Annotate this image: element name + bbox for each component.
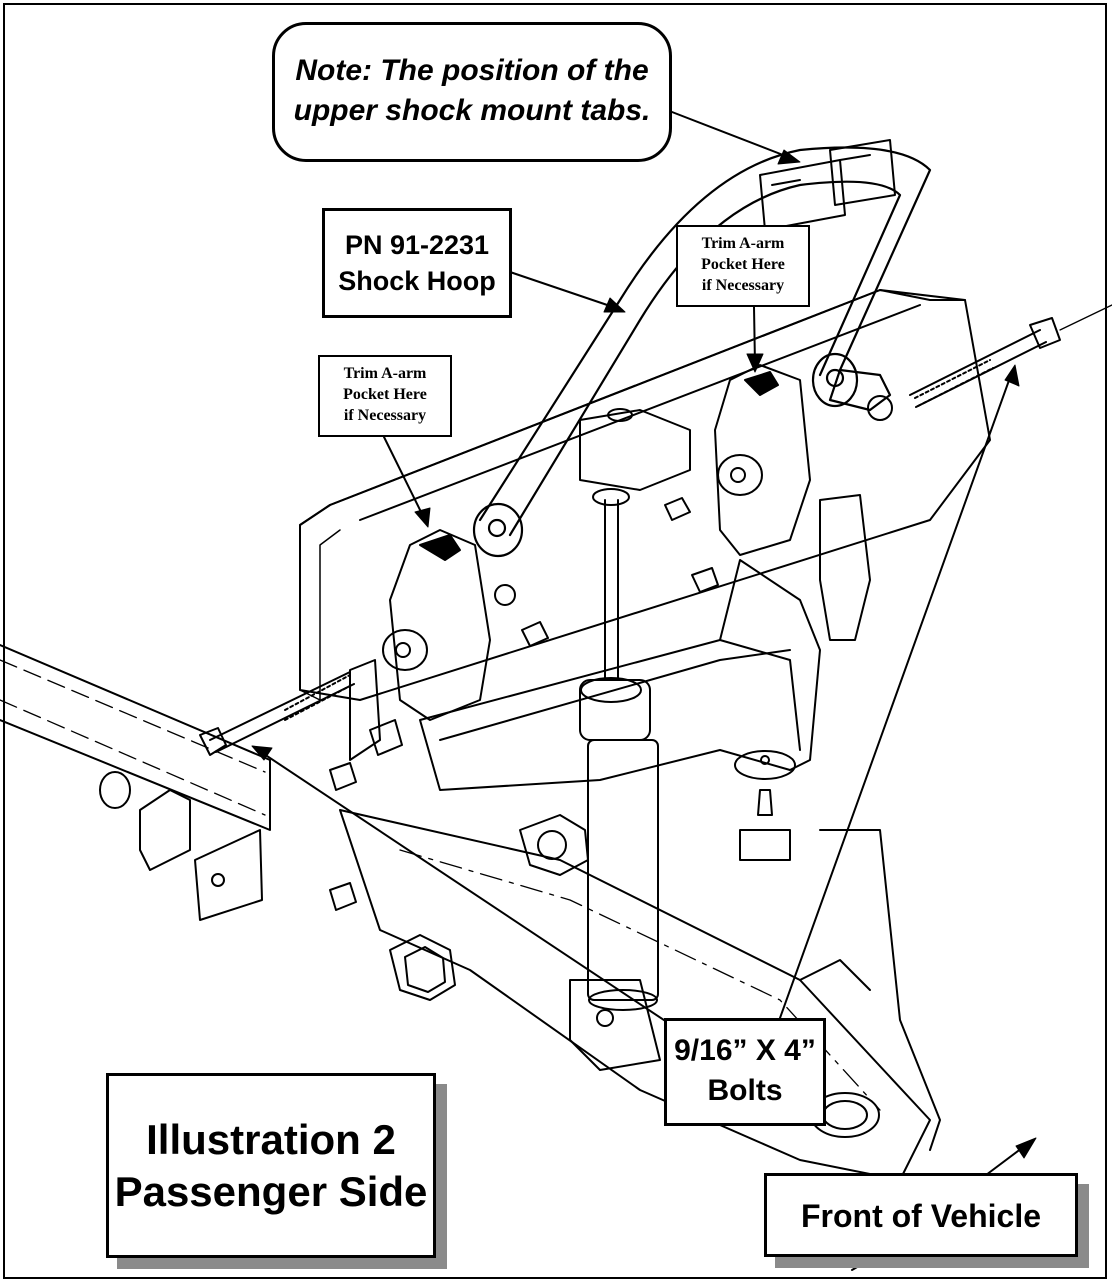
upper-shock-mount-tabs — [759, 139, 896, 231]
front-of-vehicle-box: Front of Vehicle — [764, 1173, 1078, 1257]
trim-pocket-left-callout: Trim A-arm Pocket Here if Necessary — [318, 355, 452, 437]
bolts-callout: 9/16” X 4” Bolts — [664, 1018, 826, 1126]
note-callout: Note: The position of the upper shock mo… — [272, 22, 672, 162]
front-of-vehicle-label: Front of Vehicle — [800, 1198, 1042, 1234]
trim-left-line-1: Trim A-arm — [343, 365, 427, 382]
bolts-label: Bolts — [707, 1074, 783, 1107]
trim-right-line-3: if Necessary — [701, 277, 785, 294]
trim-right-line-2: Pocket Here — [701, 256, 785, 273]
trim-pocket-right-callout: Trim A-arm Pocket Here if Necessary — [676, 225, 810, 307]
note-line-2: upper shock mount tabs. — [293, 94, 651, 127]
bolt-left — [199, 671, 355, 756]
shock-hoop-part-number: PN 91-2231 — [344, 230, 490, 260]
trim-right-line-1: Trim A-arm — [701, 235, 785, 252]
frame-box — [299, 289, 991, 701]
shock-absorber — [579, 488, 659, 1011]
bolts-size: 9/16” X 4” — [674, 1034, 816, 1067]
arrowheads — [251, 149, 1037, 1159]
lower-control-arm — [339, 809, 931, 1181]
shock-hoop-callout: PN 91-2231 Shock Hoop — [322, 208, 512, 318]
illustration-side: Passenger Side — [114, 1168, 428, 1215]
bolt-right — [909, 304, 1112, 408]
upper-control-arm — [419, 559, 821, 791]
drawing-frame — [3, 3, 1107, 1279]
frame-rail — [0, 644, 271, 831]
shock-hoop-drawing — [472, 146, 932, 558]
illustration-title-box: Illustration 2 Passenger Side — [106, 1073, 436, 1258]
trim-left-line-2: Pocket Here — [343, 386, 427, 403]
a-arm-pocket-left — [349, 529, 491, 761]
trim-left-line-3: if Necessary — [343, 407, 427, 424]
a-arm-pocket-right — [714, 364, 811, 556]
shock-hoop-label: Shock Hoop — [338, 266, 496, 296]
note-line-1: Note: The position of the — [295, 54, 649, 87]
illustration-number: Illustration 2 — [146, 1116, 396, 1163]
